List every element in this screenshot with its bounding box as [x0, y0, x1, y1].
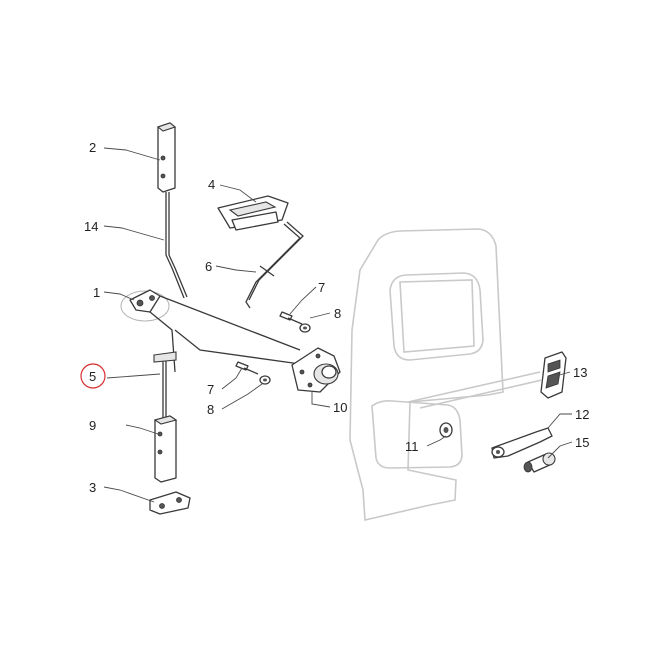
screw-upper: [279, 311, 303, 325]
striker-plate: [149, 491, 191, 515]
lower-lock-housing: [153, 415, 178, 483]
outer-handle-insert: [540, 351, 567, 399]
callout-4: 4: [208, 177, 215, 192]
washer-upper: [299, 323, 311, 333]
callout-12: 12: [575, 407, 589, 422]
washer-lower: [259, 375, 271, 385]
callout-1: 1: [93, 285, 100, 300]
outer-handle-recess: [407, 371, 543, 409]
callout-3: 3: [89, 480, 96, 495]
lower-rod: [153, 351, 177, 420]
highlight-ring: [80, 363, 106, 389]
upper-rod: [165, 192, 188, 299]
upper-lock-housing: [156, 122, 177, 193]
lock-body: [291, 347, 341, 393]
screw-lower: [235, 361, 259, 375]
callout-15: 15: [575, 435, 589, 450]
callout-6: 6: [205, 259, 212, 274]
rear-door-outline: [349, 228, 504, 521]
key-cylinder: [523, 452, 556, 473]
outer-handle: [491, 427, 553, 459]
callout-5: 5: [89, 369, 96, 384]
handle-washer: [439, 422, 453, 438]
callout-11: 11: [405, 439, 419, 454]
callout-9: 9: [89, 418, 96, 433]
callout-14: 14: [84, 219, 98, 234]
callout-13: 13: [573, 365, 587, 380]
callout-2: 2: [89, 140, 96, 155]
callout-7-upper: 7: [318, 280, 325, 295]
inner-handle: [217, 195, 289, 231]
callout-7-lower: 7: [207, 382, 214, 397]
lever-bracket: [120, 289, 170, 322]
callout-8-upper: 8: [334, 306, 341, 321]
callout-10: 10: [333, 400, 347, 415]
link-rod: [245, 221, 304, 309]
callout-8-lower: 8: [207, 402, 214, 417]
leader-lines: [103, 147, 573, 503]
